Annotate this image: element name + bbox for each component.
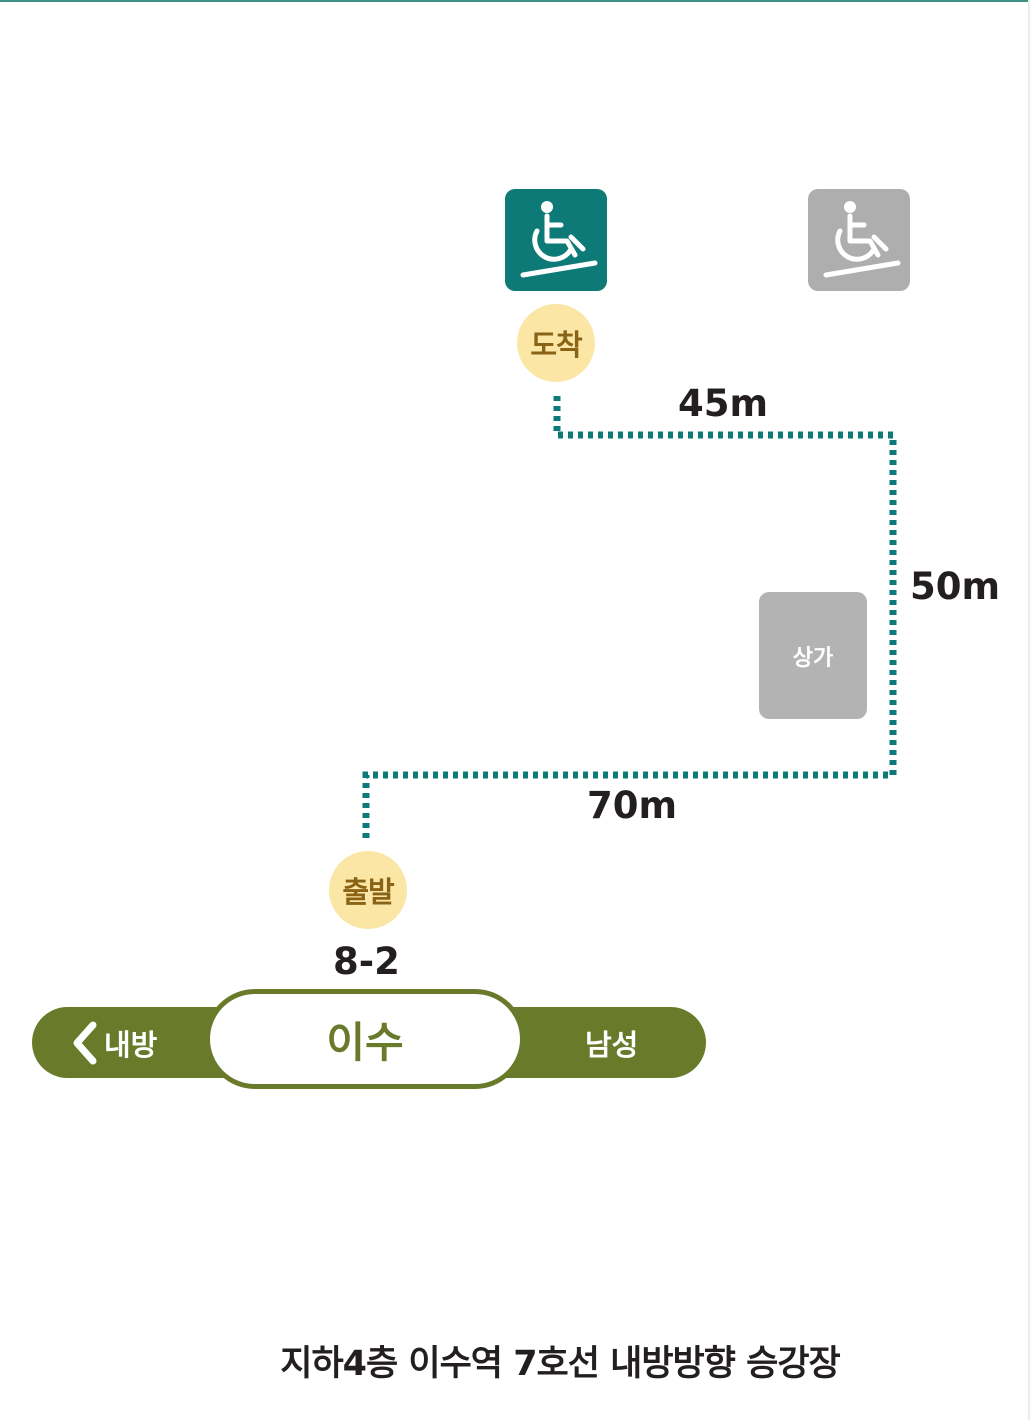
distance-label-50: 50m <box>910 565 1001 608</box>
direction-left-label: 내방 <box>104 1028 158 1062</box>
car-number: 8-2 <box>333 940 400 983</box>
chevron-left-icon <box>73 1021 97 1065</box>
active-elevator-icon <box>505 189 607 291</box>
shop-block: 상가 <box>759 592 867 719</box>
top-border <box>0 0 1030 2</box>
direction-right-label: 남성 <box>585 1028 639 1062</box>
departure-badge: 출발 <box>329 851 407 929</box>
right-border <box>1028 0 1030 1420</box>
arrival-badge: 도착 <box>517 304 595 382</box>
caption: 지하4층 이수역 7호선 내방방향 승강장 <box>280 1344 840 1384</box>
distance-label-70: 70m <box>587 784 678 827</box>
station-name: 이수 <box>326 1017 404 1067</box>
direction-left: 내방 <box>72 1018 157 1068</box>
shop-label: 상가 <box>792 645 834 671</box>
station-pill: 이수 <box>205 989 525 1089</box>
direction-right: 남성 <box>585 1018 638 1068</box>
inactive-elevator-icon <box>808 189 910 291</box>
distance-label-45: 45m <box>678 382 769 425</box>
